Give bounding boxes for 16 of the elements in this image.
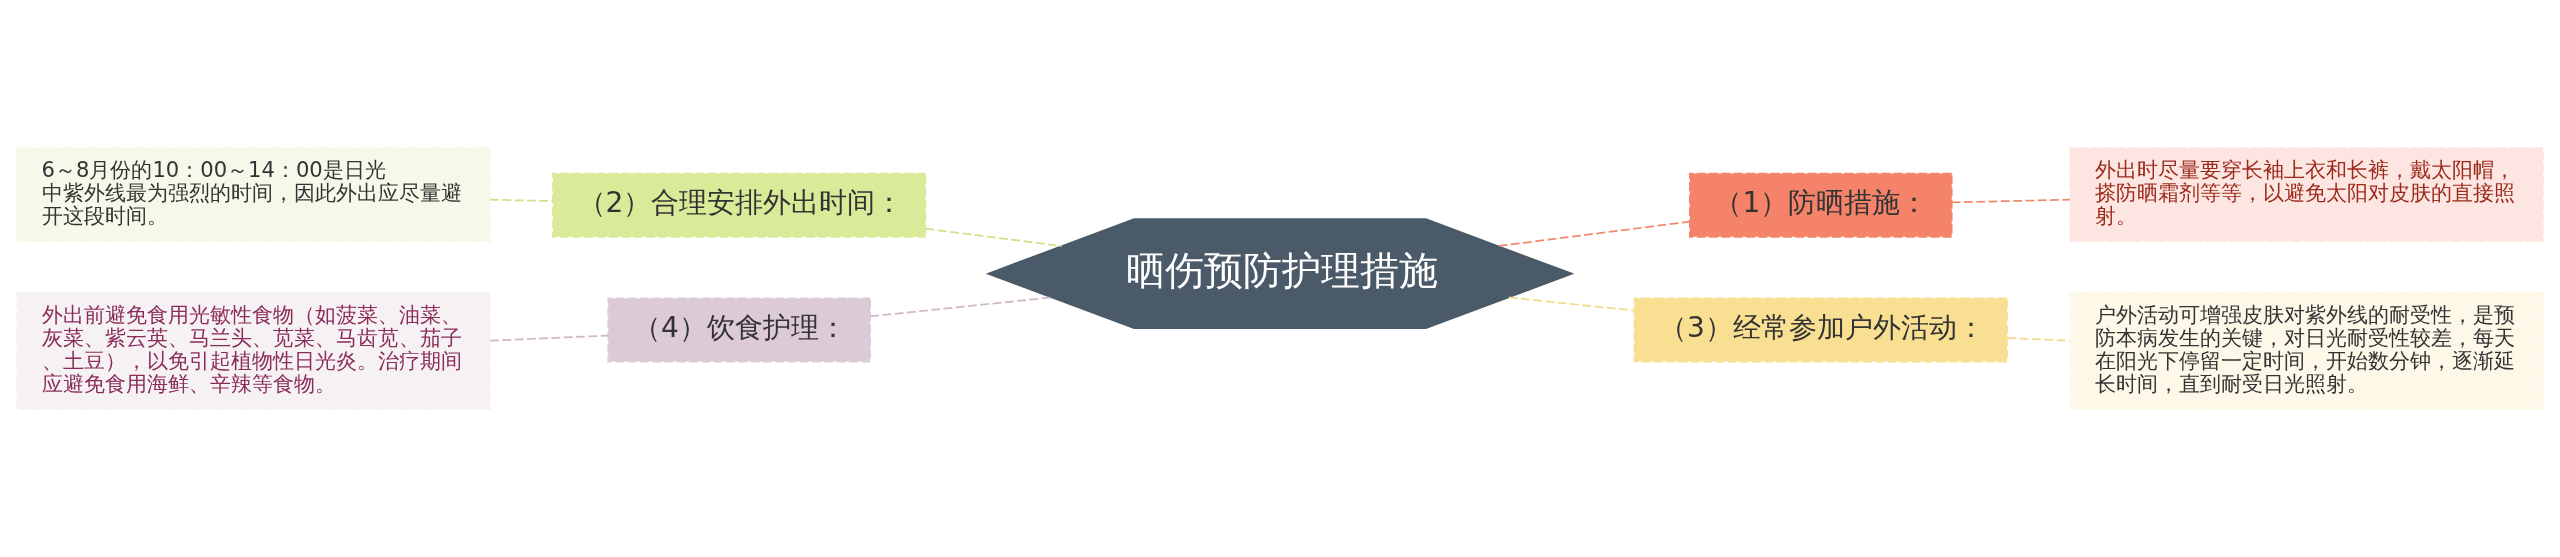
- node-box: 外出时尽量要穿长袖上衣和长裤，戴太阳帽，搽防晒霜剂等等，以避免太阳对皮肤的直接照射。: [2069, 147, 2544, 243]
- node-box: （3）经常参加户外活动：: [1633, 297, 2008, 363]
- connector: [925, 227, 1063, 247]
- node-box: 外出前避免食用光敏性食物（如菠菜、油菜、灰菜、紫云英、马兰头、苋菜、马齿苋、茄子、土豆），以免引起植物性日光炎。治疗期间应避免食用海鲜、辛辣等食物。: [16, 292, 491, 410]
- node-box: 6～8月份的10：00～14：00是日光中紫外线最为强烈的时间，因此外出应尽量避开这段时间。: [16, 147, 491, 243]
- node-box: 户外活动可增强皮肤对紫外线的耐受性，是预防本病发生的关键，对日光耐受性较差，每天在阳光下停留一定时间，开始数分钟，逐渐延长时间，直到耐受日光照射。: [2069, 292, 2544, 410]
- connector: [1950, 198, 2071, 204]
- connector: [489, 198, 554, 202]
- connector: [489, 334, 610, 342]
- connector: [1497, 220, 1691, 247]
- connector: [869, 296, 1053, 318]
- connector: [2006, 337, 2071, 342]
- node-box: （4）饮食护理：: [607, 297, 871, 363]
- connector: [1507, 296, 1636, 312]
- node-box: （2）合理安排外出时间：: [552, 172, 927, 238]
- node-box: （1）防晒措施：: [1688, 172, 1953, 238]
